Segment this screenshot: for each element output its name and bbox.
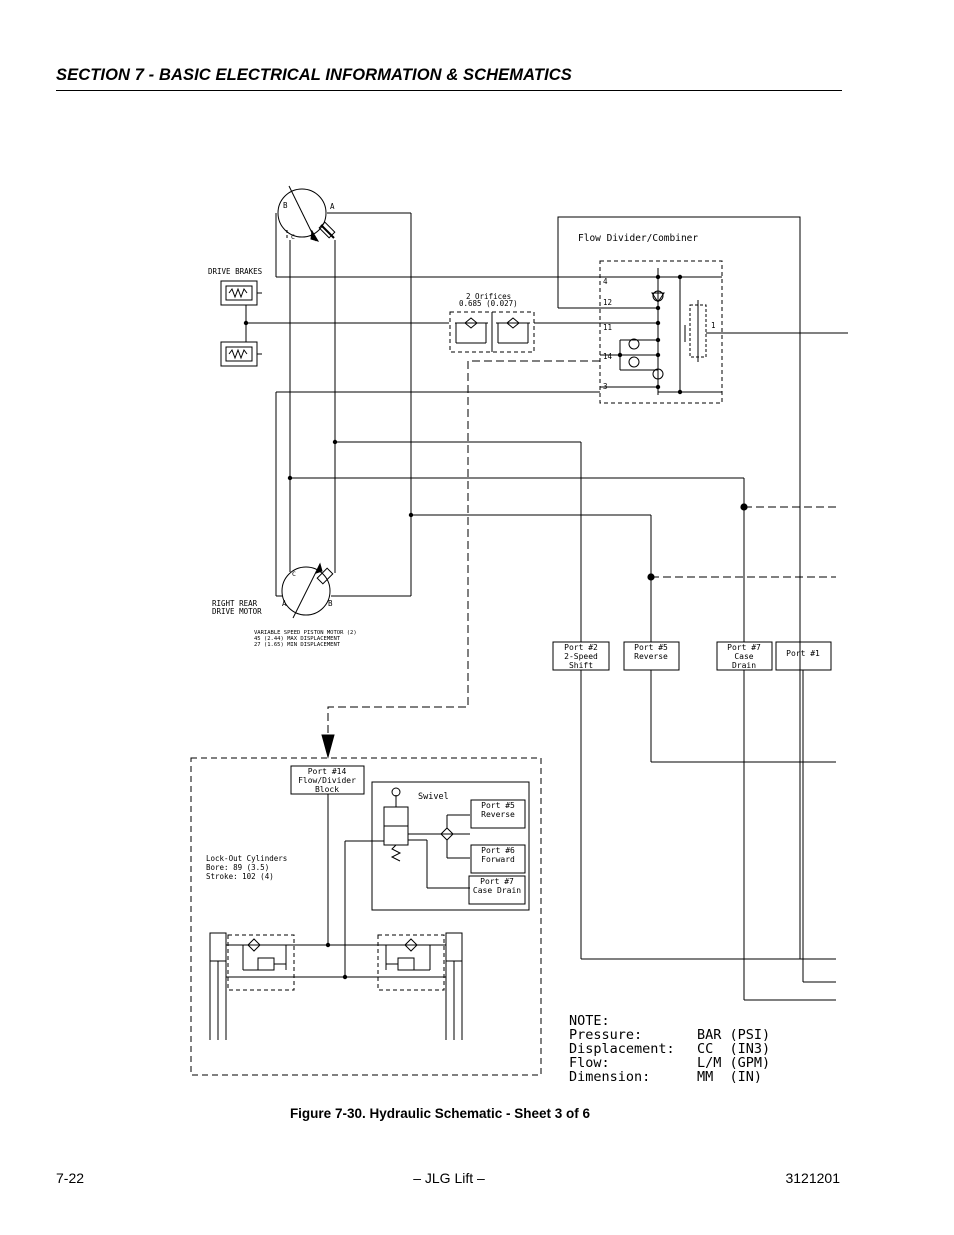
bottom-motor-port-c: C bbox=[292, 570, 296, 578]
section-title: SECTION 7 - BASIC ELECTRICAL INFORMATION… bbox=[56, 66, 572, 84]
swivel-port5-line1: Port #5 bbox=[481, 801, 515, 810]
motor-spec-1: VARIABLE SPEED PISTON MOTOR (2) bbox=[254, 630, 357, 636]
bottom-motor-port-b: B bbox=[328, 599, 333, 608]
port7-line2: Case bbox=[734, 652, 753, 661]
fd-port-12: 12 bbox=[603, 298, 612, 307]
right-rear-label-1: RIGHT REAR bbox=[212, 599, 258, 608]
note-pressure-value: BAR (PSI) bbox=[697, 1027, 770, 1043]
motor-spec-3: 27 (1.65) MIN DISPLACEMENT bbox=[254, 642, 341, 648]
lockout-line1: Lock-Out Cylinders bbox=[206, 854, 287, 863]
port2-line2: 2-Speed bbox=[564, 652, 598, 661]
lockout-line3: Stroke: 102 (4) bbox=[206, 872, 274, 881]
swivel-box bbox=[371, 781, 530, 911]
swivel-port6-line1: Port #6 bbox=[481, 846, 515, 855]
swivel-port6-line2: Forward bbox=[481, 855, 515, 864]
flow-divider-outer bbox=[557, 216, 801, 959]
port14-line3: Block bbox=[315, 785, 339, 794]
port2-line3: Shift bbox=[569, 661, 593, 670]
port7-line1: Port #7 bbox=[727, 643, 761, 652]
fd-port-3: 3 bbox=[603, 382, 608, 391]
swivel-port7-line1: Port #7 bbox=[480, 877, 514, 886]
page-number: 7-22 bbox=[56, 1170, 85, 1186]
port7-line3: Drain bbox=[732, 661, 756, 670]
port14-line2: Flow/Divider bbox=[298, 776, 356, 785]
bottom-motor-port-a: A bbox=[282, 599, 287, 608]
note-dimension-label: Dimension: bbox=[569, 1069, 650, 1085]
page-header: SECTION 7 - BASIC ELECTRICAL INFORMATION… bbox=[56, 64, 842, 91]
note-title: NOTE: bbox=[569, 1013, 610, 1029]
top-motor-port-a: A bbox=[330, 202, 335, 211]
swivel-label: Swivel bbox=[418, 792, 449, 802]
fd-port-4: 4 bbox=[603, 277, 608, 286]
left-lockout-cylinder bbox=[209, 932, 227, 962]
drive-brakes-label: DRIVE BRAKES bbox=[208, 267, 263, 276]
note-displacement-value: CC (IN3) bbox=[697, 1041, 770, 1057]
port2-line1: Port #2 bbox=[564, 643, 598, 652]
note-dimension-value: MM (IN) bbox=[697, 1069, 762, 1085]
bottom-drive-motor-symbol bbox=[281, 566, 331, 616]
port14-line1: Port #14 bbox=[308, 767, 347, 776]
lockout-line2: Bore: 89 (3.5) bbox=[206, 863, 269, 872]
note-flow-label: Flow: bbox=[569, 1055, 610, 1071]
flow-divider-title: Flow Divider/Combiner bbox=[578, 233, 698, 244]
fd-port-11: 11 bbox=[603, 323, 612, 332]
doc-number: 3121201 bbox=[785, 1170, 840, 1186]
note-pressure-label: Pressure: bbox=[569, 1027, 642, 1043]
right-rear-label-2: DRIVE MOTOR bbox=[212, 607, 262, 616]
port5-line1: Port #5 bbox=[634, 643, 668, 652]
top-drive-motor-symbol bbox=[277, 188, 327, 238]
swivel-port7-line2: Case Drain bbox=[473, 886, 521, 895]
motor-spec-2: 45 (2.44) MAX DISPLACEMENT bbox=[254, 636, 341, 642]
orifices-label-1: 2 Orifices bbox=[466, 292, 511, 301]
note-flow-value: L/M (GPM) bbox=[697, 1055, 770, 1071]
note-displacement-label: Displacement: bbox=[569, 1041, 675, 1057]
right-lockout-cylinder bbox=[445, 932, 463, 962]
swivel-port5-line2: Reverse bbox=[481, 810, 515, 819]
top-motor-port-b: B bbox=[283, 201, 288, 210]
flow-divider-block bbox=[599, 260, 723, 404]
swivel-port7-box bbox=[468, 875, 526, 905]
swivel-port6-box bbox=[470, 844, 526, 874]
fd-port-14: 14 bbox=[603, 352, 613, 361]
lockout-enclosure bbox=[190, 757, 542, 1076]
port1-line1: Port #1 bbox=[786, 649, 820, 658]
footer-brand-text: – JLG Lift – bbox=[413, 1170, 485, 1186]
footer-brand: – JLG Lift – bbox=[0, 1170, 954, 1186]
swivel-port5-box bbox=[470, 799, 526, 829]
top-motor-port-c: C bbox=[291, 233, 295, 241]
port5-line2: Reverse bbox=[634, 652, 668, 661]
fd-inner-port-1: 1 bbox=[711, 321, 716, 330]
orifices-label-2: 0.685 (0.027) bbox=[459, 299, 518, 308]
figure-caption-text: Figure 7-30. Hydraulic Schematic - Sheet… bbox=[289, 1106, 591, 1121]
figure-caption: Figure 7-30. Hydraulic Schematic - Sheet… bbox=[0, 1106, 954, 1121]
